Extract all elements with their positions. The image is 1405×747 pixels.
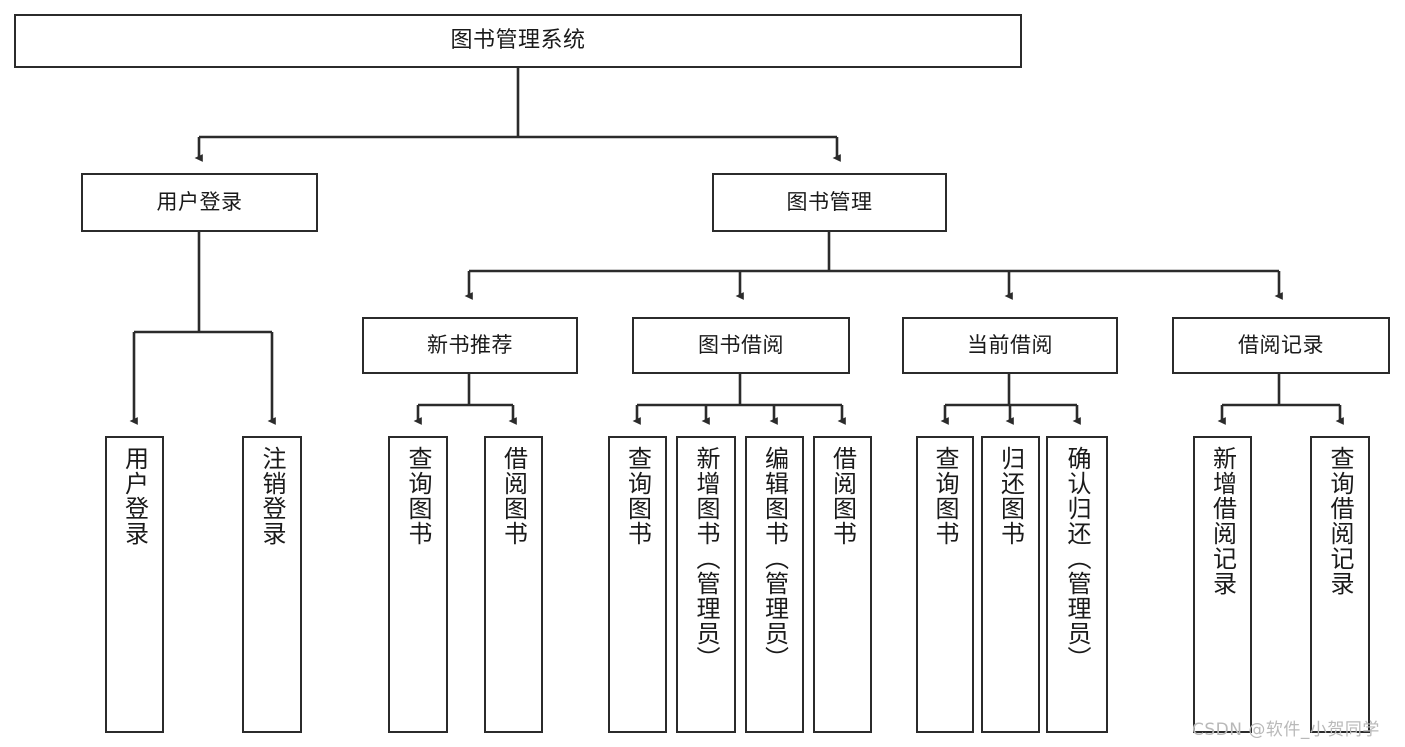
node-leaf-add-book[interactable]: 新增图书（管理员） — [676, 436, 736, 733]
node-leaf-logout-login[interactable]: 注销登录 — [242, 436, 302, 733]
watermark: CSDN @软件_小贺同学 — [1192, 720, 1380, 740]
node-leaf-return-book[interactable]: 归还图书 — [981, 436, 1040, 733]
node-leaf-borrow-book-2[interactable]: 借阅图书 — [813, 436, 872, 733]
node-label: 新增图书（管理员） — [692, 446, 720, 671]
node-label: 查询图书 — [404, 446, 432, 546]
node-leaf-edit-book[interactable]: 编辑图书（管理员） — [745, 436, 804, 733]
node-root-book-management-system[interactable]: 图书管理系统 — [14, 14, 1022, 68]
node-current-borrow[interactable]: 当前借阅 — [902, 317, 1118, 374]
node-label: 借阅记录 — [1238, 333, 1324, 358]
node-book-management[interactable]: 图书管理 — [712, 173, 947, 232]
node-label: 编辑图书（管理员） — [760, 446, 789, 671]
node-label: 查询图书 — [931, 446, 959, 546]
node-label: 归还图书 — [996, 446, 1025, 546]
node-label: 新书推荐 — [427, 333, 513, 358]
node-leaf-query-book-3[interactable]: 查询图书 — [916, 436, 974, 733]
node-label: 注销登录 — [258, 446, 286, 546]
node-label: 新增借阅记录 — [1208, 446, 1237, 596]
node-leaf-user-login[interactable]: 用户登录 — [105, 436, 164, 733]
node-leaf-add-record[interactable]: 新增借阅记录 — [1193, 436, 1252, 733]
node-borrow-record[interactable]: 借阅记录 — [1172, 317, 1390, 374]
node-label: 图书管理系统 — [450, 28, 586, 54]
node-label: 图书管理 — [786, 190, 873, 215]
node-user-login[interactable]: 用户登录 — [81, 173, 318, 232]
node-label: 用户登录 — [120, 446, 149, 546]
node-book-borrow[interactable]: 图书借阅 — [632, 317, 850, 374]
node-label: 用户登录 — [156, 190, 243, 215]
node-label: 查询图书 — [623, 446, 652, 546]
node-leaf-query-book-2[interactable]: 查询图书 — [608, 436, 667, 733]
node-leaf-borrow-book-1[interactable]: 借阅图书 — [484, 436, 543, 733]
node-label: 借阅图书 — [828, 446, 857, 546]
node-label: 借阅图书 — [499, 446, 528, 546]
node-label: 确认归还（管理员） — [1063, 446, 1091, 671]
node-label: 图书借阅 — [698, 333, 784, 358]
node-leaf-query-record[interactable]: 查询借阅记录 — [1310, 436, 1370, 733]
node-leaf-query-book-1[interactable]: 查询图书 — [388, 436, 448, 733]
node-leaf-confirm-return[interactable]: 确认归还（管理员） — [1046, 436, 1108, 733]
node-label: 当前借阅 — [967, 333, 1053, 358]
node-new-book-recommend[interactable]: 新书推荐 — [362, 317, 578, 374]
node-label: 查询借阅记录 — [1326, 446, 1354, 596]
